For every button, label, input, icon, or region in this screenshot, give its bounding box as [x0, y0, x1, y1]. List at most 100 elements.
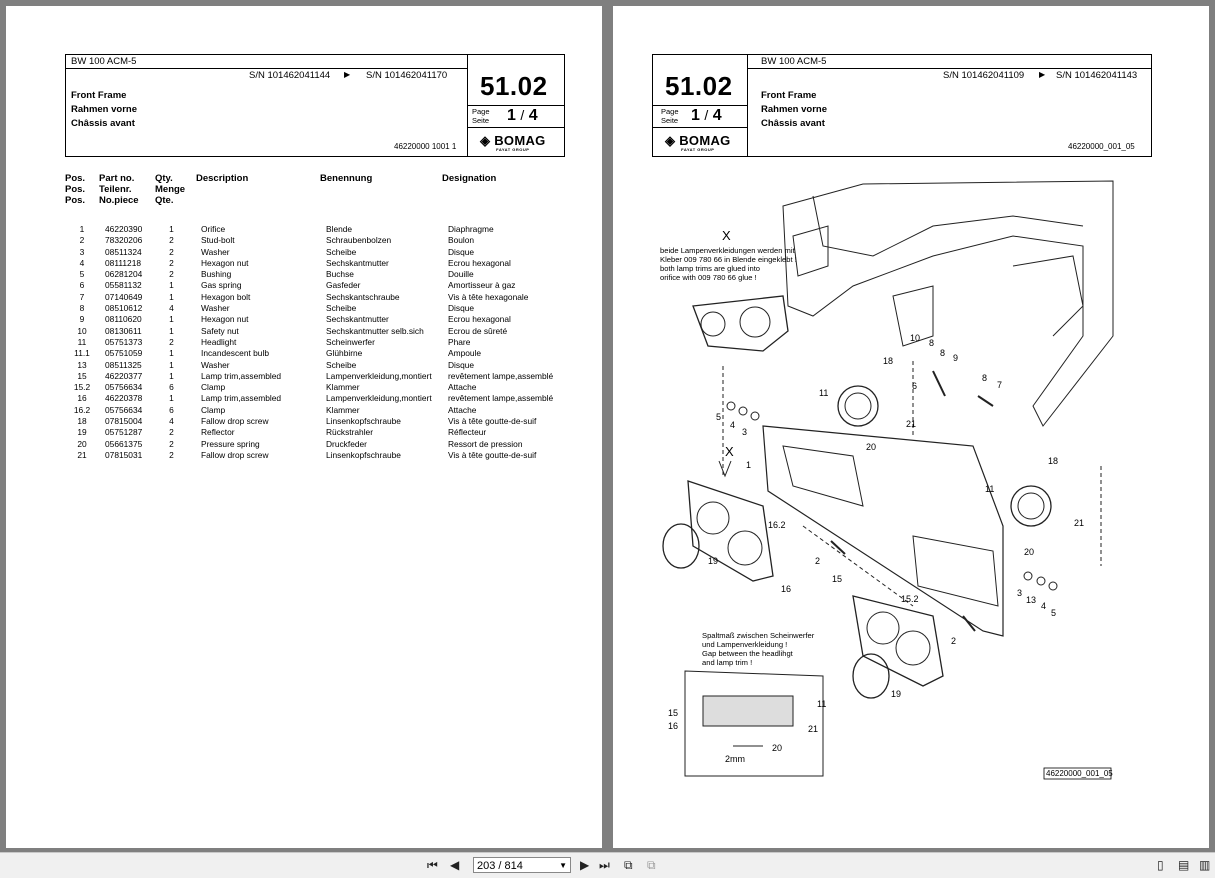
- cell-fr: Ecrou de sûreté: [448, 325, 508, 336]
- cell-pos: 8: [79, 303, 85, 314]
- section-number: 51.02: [665, 71, 733, 101]
- cell-fr: Boulon: [448, 235, 475, 246]
- cell-part: 07815004: [105, 416, 143, 427]
- cell-qty: 2: [169, 235, 174, 246]
- section-number: 51.02: [480, 71, 548, 101]
- bomag-diamond-icon: ◈: [480, 133, 491, 148]
- cell-desc: Incandescent bulb: [201, 348, 269, 359]
- facing-pages-view-icon[interactable]: ▥: [1199, 858, 1211, 872]
- copy-page-icon[interactable]: ⧉: [624, 858, 633, 872]
- cell-desc: Reflector: [201, 427, 235, 438]
- cell-part: 08510612: [105, 303, 143, 314]
- cell-pos: 21: [77, 449, 87, 460]
- cell-qty: 6: [169, 404, 174, 415]
- single-page-view-icon[interactable]: ▯: [1157, 858, 1164, 872]
- cell-desc: Lamp trim,assembled: [201, 393, 282, 404]
- cell-de: Lampenverkleidung,montiert: [326, 393, 432, 404]
- callout: 21: [906, 419, 917, 429]
- cell-fr: Diaphragme: [448, 224, 494, 234]
- chevron-down-icon[interactable]: ▼: [559, 861, 567, 870]
- title-de: Rahmen vorne: [71, 104, 137, 115]
- next-page-icon[interactable]: ▶: [580, 858, 590, 872]
- cell-pos: 16: [77, 393, 87, 404]
- cell-desc: Bushing: [201, 269, 232, 280]
- continuous-view-icon[interactable]: ▤: [1178, 858, 1190, 872]
- callout: 19: [891, 689, 902, 699]
- cell-part: 08511324: [105, 246, 142, 257]
- cell-part: 08511325: [105, 359, 142, 370]
- col-part-header: Part no.Teilenr.No.piece: [99, 173, 139, 206]
- drawing-id: 46220000_001_05: [1046, 769, 1113, 778]
- cell-qty: 1: [169, 314, 174, 325]
- cell-desc: Clamp: [201, 382, 226, 393]
- serial-from: S/N 101462041109: [943, 70, 1025, 81]
- cell-qty: 2: [169, 257, 174, 268]
- cell-desc: Fallow drop screw: [201, 416, 269, 427]
- cell-de: Schraubenbolzen: [326, 235, 392, 246]
- last-page-icon[interactable]: ⏭: [599, 858, 610, 872]
- cell-desc: Hexagon nut: [201, 257, 249, 268]
- callout: 4: [730, 420, 736, 430]
- cell-de: Scheibe: [326, 303, 357, 314]
- cell-part: 05756634: [105, 404, 143, 415]
- cell-desc: Hexagon bolt: [201, 291, 251, 302]
- cell-part: 06281204: [105, 269, 143, 280]
- cell-desc: Washer: [201, 303, 230, 314]
- cell-part: 07140649: [105, 291, 143, 302]
- cell-pos: 4: [79, 257, 85, 268]
- bomag-diamond-icon: ◈: [665, 133, 676, 148]
- cell-qty: 1: [169, 348, 174, 359]
- cell-de: Lampenverkleidung,montiert: [326, 370, 432, 381]
- doc-number: 46220000_001_05: [1068, 142, 1135, 151]
- cell-desc: Hexagon nut: [201, 314, 249, 325]
- cell-part: 05751059: [105, 348, 143, 359]
- cell-desc: Orifice: [201, 224, 226, 234]
- cell-fr: Disque: [448, 246, 475, 257]
- callout: 2: [951, 636, 957, 646]
- cell-qty: 1: [169, 280, 174, 291]
- callout: 16: [781, 584, 792, 594]
- cell-part: 46220377: [105, 370, 143, 381]
- col-benennung-header: Benennung: [320, 173, 373, 184]
- page-number-field[interactable]: 203 / 814▼: [473, 857, 571, 873]
- callout: 6: [912, 381, 918, 391]
- callout: 16.2: [768, 520, 786, 530]
- cell-pos: 11: [77, 336, 87, 347]
- callout: 21: [808, 724, 819, 734]
- first-page-icon[interactable]: ⏮: [427, 858, 438, 872]
- cell-desc: Washer: [201, 246, 230, 257]
- cell-part: 05661375: [105, 438, 143, 449]
- cell-de: Glühbirne: [326, 348, 363, 359]
- callout: 10: [910, 333, 921, 343]
- cell-qty: 1: [169, 291, 174, 302]
- cell-part: 78320206: [105, 235, 143, 246]
- cell-qty: 1: [169, 370, 174, 381]
- paste-page-icon[interactable]: ⧉: [647, 858, 656, 872]
- col-description-header: Description: [196, 173, 249, 184]
- callout: 11: [819, 388, 829, 398]
- arrow-right-icon: ▶: [344, 70, 351, 79]
- callout: 1: [746, 460, 752, 470]
- title-fr: Châssis avant: [71, 118, 135, 129]
- cell-de: Buchse: [326, 269, 354, 280]
- cell-desc: Fallow drop screw: [201, 449, 269, 460]
- cell-pos: 16.2: [73, 404, 91, 415]
- cell-qty: 2: [169, 449, 174, 460]
- cell-part: 05756634: [105, 382, 143, 393]
- previous-page-icon[interactable]: ◀: [450, 858, 460, 872]
- cell-qty: 2: [169, 269, 174, 280]
- callout: 5: [1051, 608, 1057, 618]
- bomag-logo: ◈ BOMAG FAYAT GROUP: [480, 133, 546, 152]
